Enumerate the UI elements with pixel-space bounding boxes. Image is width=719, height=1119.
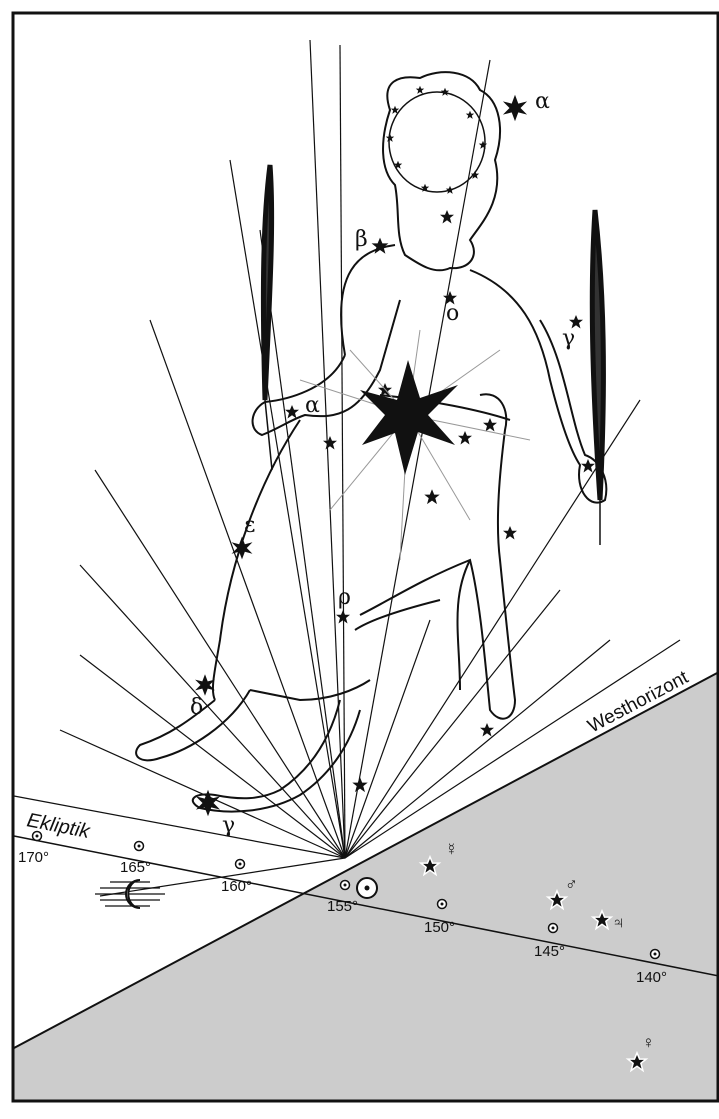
star-body-2 [323,436,337,450]
label-gamma-right: γ [562,326,575,351]
star-alpha-hand [285,405,299,419]
jupiter-symbol: ♃ [612,913,625,932]
star-gamma-hand [581,459,595,473]
halo-stars [386,86,487,194]
label-alpha-hand: α [305,393,320,418]
label-gamma-foot: γ [222,813,235,838]
star-alpha-head [503,95,527,121]
degree-label-155: 155° [327,898,358,915]
degree-label-160: 160° [221,878,252,895]
star-delta [195,674,215,696]
star-epsilon [232,537,253,560]
degree-label-140: 140° [636,969,667,986]
wheat-ear-icon [263,165,272,470]
label-omicron: o [446,301,459,326]
degree-label-165: 165° [120,859,151,876]
star-body-3 [458,431,472,445]
star-body-5 [424,489,439,504]
degree-label-150: 150° [424,919,455,936]
label-epsilon: ε [244,513,255,538]
star-body-4 [483,418,497,432]
label-rho: ρ [338,585,351,610]
degree-label-145: 145° [534,943,565,960]
mercury-symbol: ☿ [445,840,458,859]
twilight-rays [14,40,680,858]
mars-symbol: ♂ [565,875,578,894]
degree-label-170: 170° [18,849,49,866]
moon-icon [95,880,165,908]
spica-star [300,330,530,560]
sun-icon [357,878,377,898]
label-beta: β [355,227,368,252]
star-neck [440,210,454,224]
star-chair-1 [503,526,517,540]
label-delta: δ [190,695,203,720]
star-chair-2 [480,723,494,737]
wheat-ear-icon [592,210,603,545]
venus-symbol: ♀ [642,1033,655,1052]
star-gamma-foot [196,790,220,816]
label-alpha-head: α [535,89,550,114]
star-foot [352,777,367,792]
